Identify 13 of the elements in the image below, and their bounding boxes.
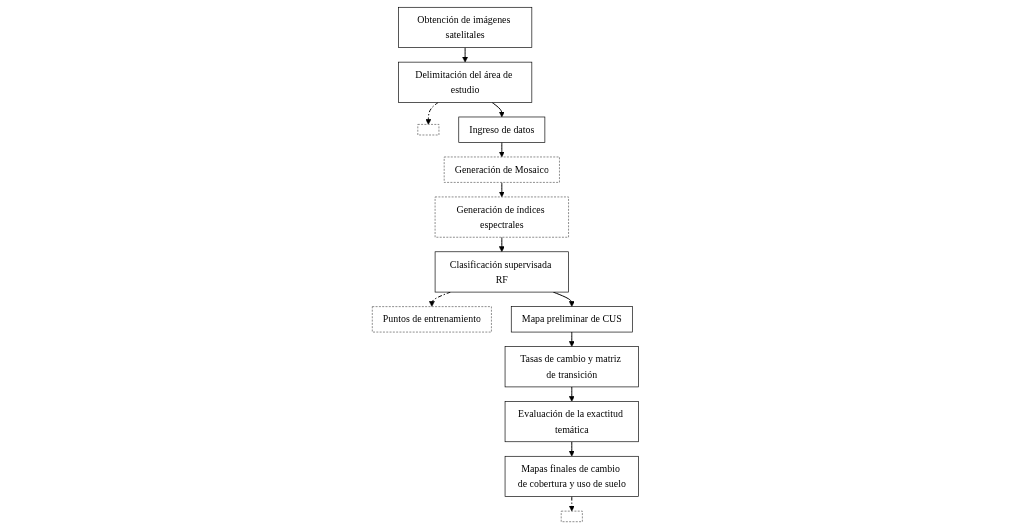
node-box bbox=[417, 124, 439, 136]
node-box: Clasificación supervisada RF bbox=[434, 251, 569, 293]
node-box bbox=[560, 510, 583, 523]
node-box: Mapas finales de cambio de cobertura y uso de suelo bbox=[504, 455, 639, 497]
node-box: Generación de índices espectrales bbox=[434, 196, 569, 238]
node-box: Generación de Mosaico bbox=[443, 156, 560, 183]
node-box: Ingreso de datos bbox=[458, 116, 545, 143]
node-box: Obtención de imágenes satelitales bbox=[397, 6, 532, 48]
node-box: Delimitación del área de estudio bbox=[397, 61, 532, 103]
node-box: Mapa preliminar de CUS bbox=[510, 306, 633, 333]
node-box: Evaluación de la exactitud temática bbox=[504, 401, 639, 443]
node-box: Puntos de entrenamiento bbox=[371, 306, 492, 333]
node-box: Tasas de cambio y matriz de transición bbox=[504, 346, 639, 388]
